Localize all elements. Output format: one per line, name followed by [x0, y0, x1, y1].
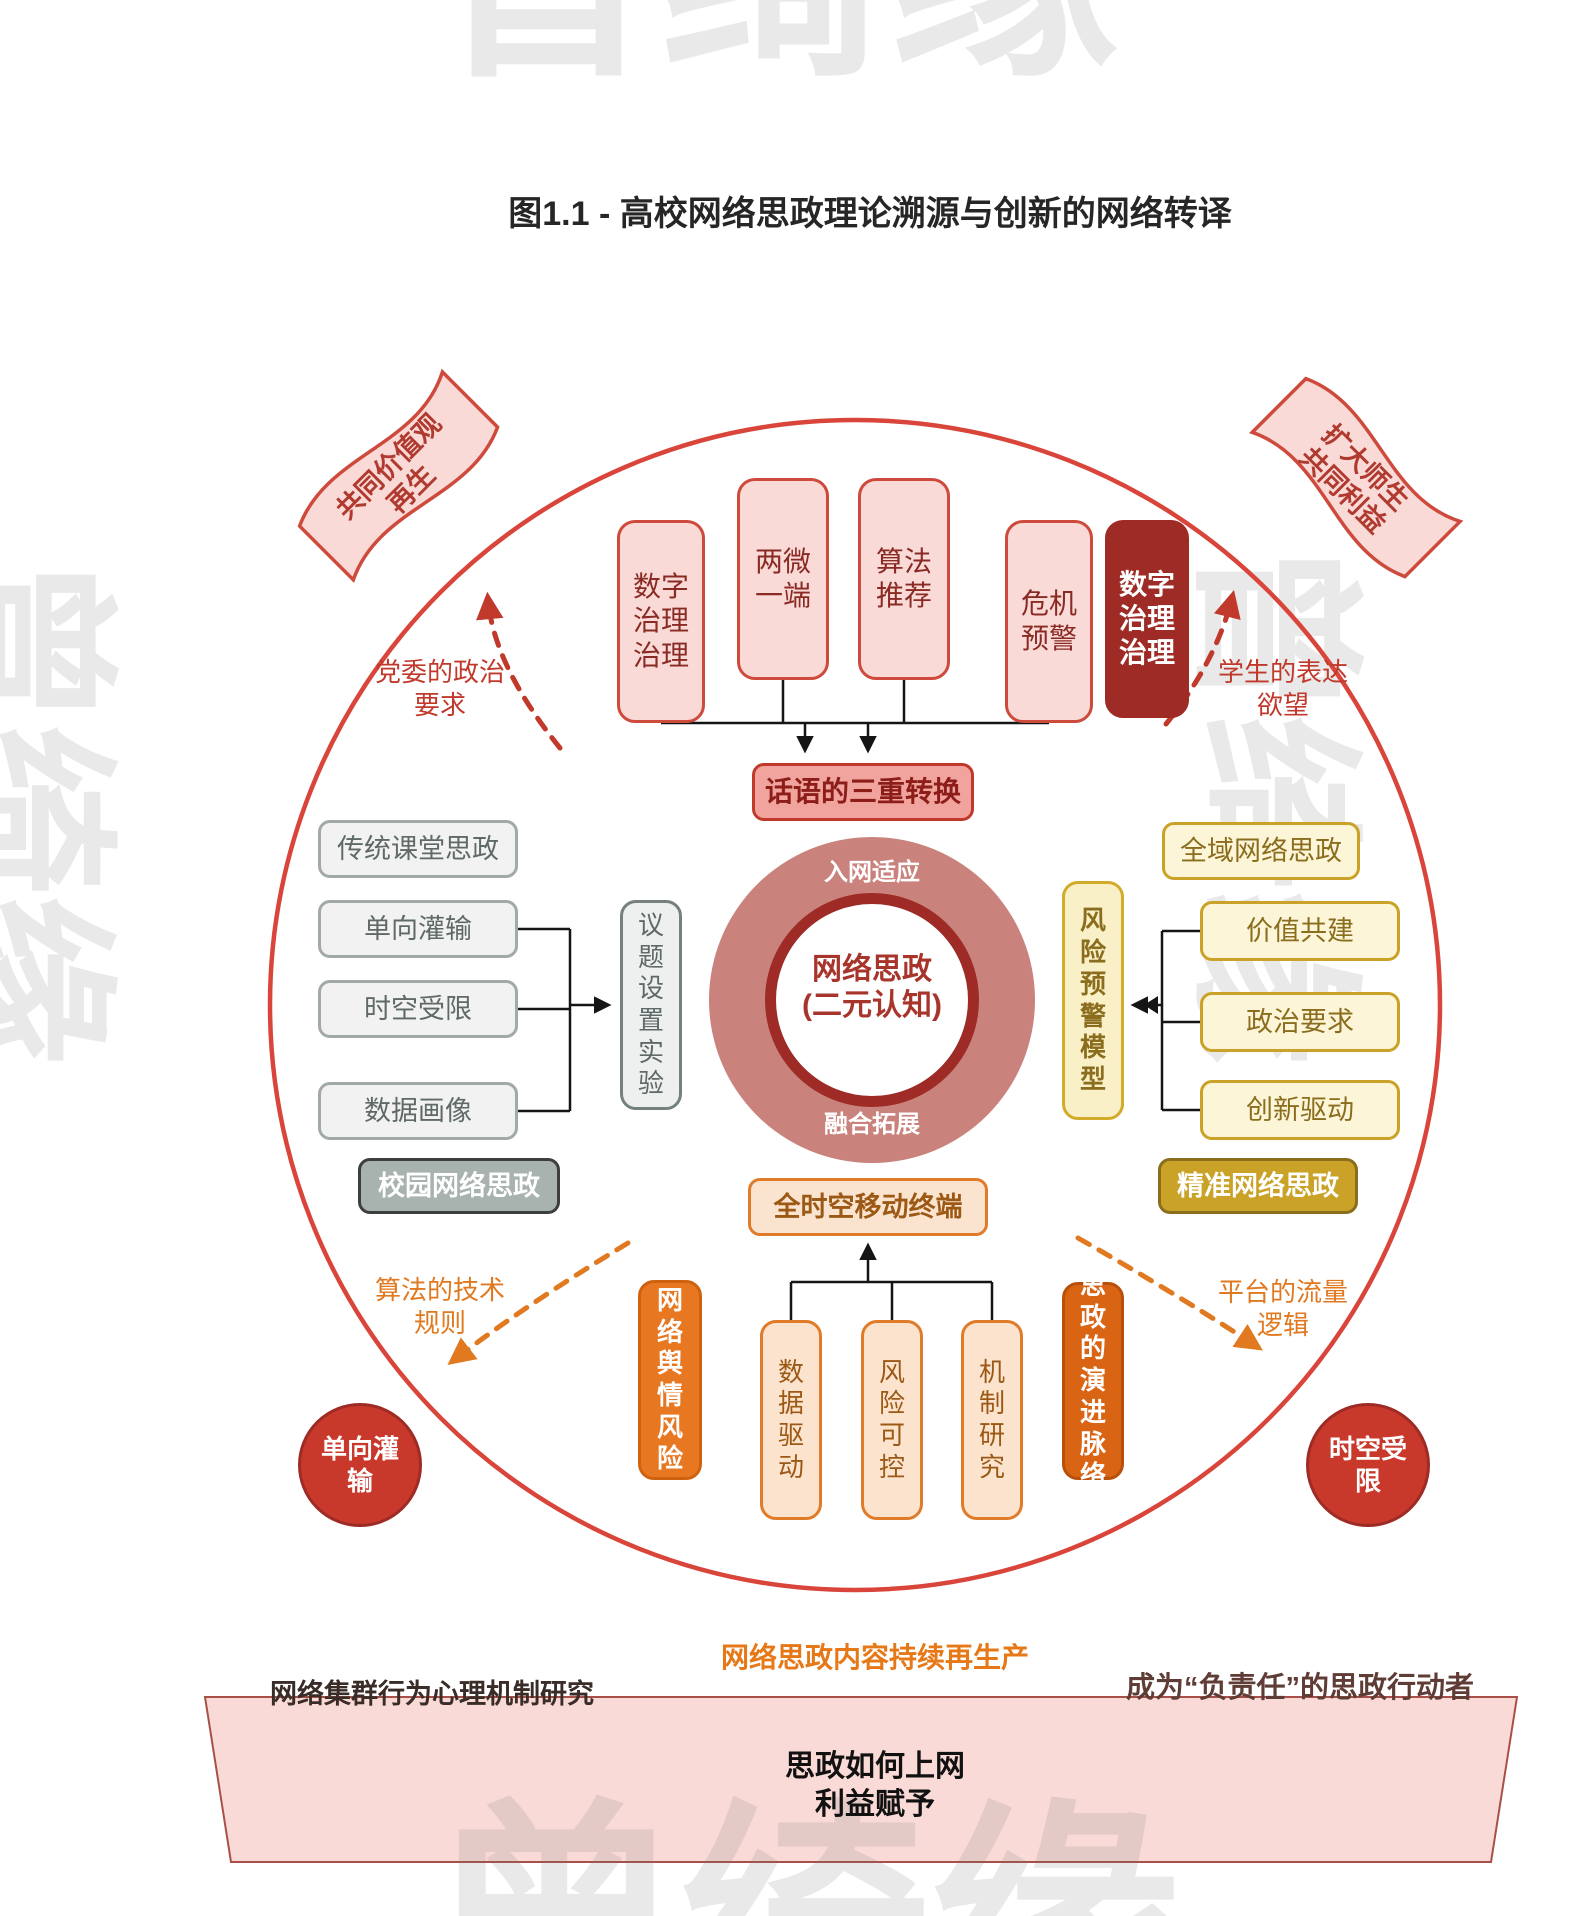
banner-line1: 思政如何上网 — [785, 1750, 965, 1783]
left-hub-topic-setting-experiment: 议题设置实验 — [620, 900, 682, 1110]
ring-label-top: 入网适应 — [824, 859, 920, 886]
main-circle — [267, 417, 1443, 1593]
circle-spacetime-limited: 时空受限 — [1306, 1403, 1430, 1527]
bottom-box-data-driven: 数据驱动 — [760, 1320, 822, 1520]
precise-network-ideology-badge: 精准网络思政 — [1158, 1158, 1358, 1214]
dashed-arrow-bottom-left — [447, 1240, 631, 1366]
label-party-political-demand: 党委的政治 要求 — [340, 656, 540, 721]
right-hub-risk-warning-model: 风险预警模型 — [1062, 881, 1124, 1120]
label-platform-traffic: 平台的流量 逻辑 — [1183, 1276, 1383, 1341]
label-line: 规则 — [413, 1307, 466, 1338]
ideology-evolution-pillar: 思政的演进脉络 — [1062, 1270, 1124, 1490]
banner-line2: 利益赋予 — [815, 1787, 935, 1821]
label-algorithm-rules: 算法的技术 规则 — [340, 1274, 540, 1339]
left-box-spacetime-limited: 时空受限 — [318, 980, 518, 1038]
campus-network-ideology-badge: 校园网络思政 — [358, 1158, 560, 1214]
right-box-whole-domain: 全域网络思政 — [1162, 822, 1360, 880]
all-time-mobile-terminal-box: 全时空移动终端 — [748, 1178, 988, 1236]
left-box-traditional-classroom: 传统课堂思政 — [318, 820, 518, 878]
label-line: 算法的技术 — [374, 1275, 505, 1305]
connector-lines — [518, 680, 1200, 1320]
core-label-line2: (二元认知) — [802, 989, 942, 1022]
right-box-political-demand: 政治要求 — [1200, 992, 1400, 1052]
label-student-expression: 学生的表达 欲望 — [1183, 656, 1383, 721]
circle-one-way-indoctrination: 单向灌输 — [298, 1403, 422, 1527]
dashed-arrow-top-right — [1163, 589, 1241, 727]
dashed-arrow-bottom-right — [1075, 1235, 1263, 1351]
dashed-arrow-top-left — [476, 591, 563, 751]
top-box-two-micro-one-end: 两微一端 — [737, 478, 829, 680]
discourse-triple-conversion-box: 话语的三重转换 — [752, 763, 974, 821]
center-core-circle — [765, 893, 979, 1107]
note-continuous-reproduction: 网络思政内容持续再生产 — [720, 1642, 1029, 1673]
top-box-digital-governance-dark: 数字治理治理 — [1105, 520, 1189, 718]
ring-label-bottom: 融合拓展 — [824, 1111, 920, 1138]
bottom-box-mechanism-research: 机制研究 — [961, 1320, 1023, 1520]
right-box-innovation-driven: 创新驱动 — [1200, 1080, 1400, 1140]
note-responsible-actor: 成为“负责任”的思政行动者 — [1125, 1672, 1474, 1704]
flag-top-left — [297, 368, 500, 584]
core-label-line1: 网络思政 — [812, 953, 932, 986]
label-line: 欲望 — [1256, 689, 1309, 720]
figure-title: 图1.1 - 高校网络思政理论溯源与创新的网络转译 — [508, 195, 1232, 233]
flag-top-right — [1248, 376, 1464, 579]
banner-text: 思政如何上网 利益赋予 — [475, 1748, 1275, 1823]
core-label: 网络思政 (二元认知) — [765, 952, 979, 1024]
label-line: 平台的流量 — [1217, 1277, 1348, 1307]
top-box-algorithm-recommend: 算法推荐 — [858, 478, 950, 680]
label-line: 党委的政治 — [374, 657, 505, 687]
bottom-box-risk-controllable: 风险可控 — [861, 1320, 923, 1520]
double-arrowhead — [1144, 996, 1158, 1014]
bottom-banner-shape — [203, 1696, 1519, 1863]
label-line: 学生的表达 — [1217, 657, 1348, 687]
top-box-digital-governance: 数字治理治理 — [617, 520, 705, 723]
top-box-crisis-warning: 危机预警 — [1005, 520, 1093, 723]
watermark-bottom: 曾绮缘 — [430, 1800, 1180, 1916]
right-box-value-cocreation: 价值共建 — [1200, 901, 1400, 961]
network-opinion-risk-pillar: 网络舆情风险 — [638, 1280, 702, 1480]
left-box-one-way-indoctrination: 单向灌输 — [318, 900, 518, 958]
watermark-top: 曾绮缘 — [430, 0, 1120, 90]
label-line: 要求 — [413, 689, 466, 720]
label-line: 逻辑 — [1256, 1309, 1309, 1340]
left-box-data-portrait: 数据画像 — [318, 1082, 518, 1140]
note-collective-behavior-research: 网络集群行为心理机制研究 — [270, 1679, 594, 1709]
